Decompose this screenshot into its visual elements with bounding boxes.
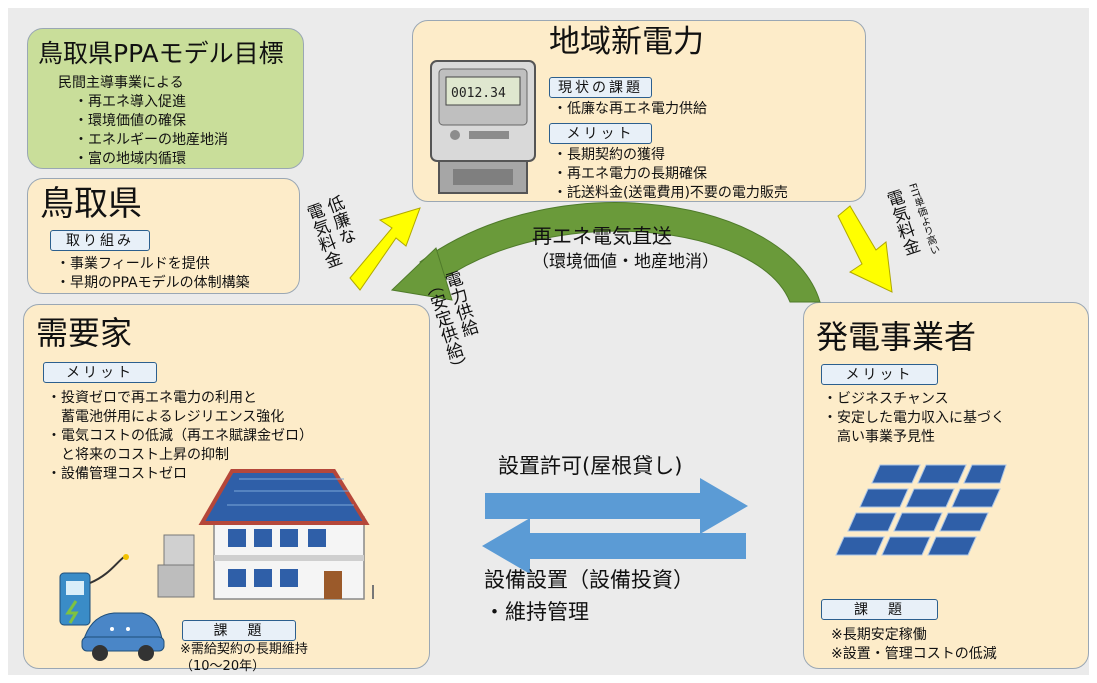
list-item: ・設備管理コストゼロ: [47, 466, 187, 482]
generator-merit-list: ・ビジネスチャンス ・安定した電力収入に基づく 高い事業予見性: [823, 390, 1005, 447]
prefecture-tag: 取り組み: [50, 230, 150, 251]
ppa-target-list: ・再エネ導入促進 ・環境価値の確保 ・エネルギーの地産地消 ・富の地域内循環: [74, 93, 228, 169]
generator-title: 発電事業者: [816, 318, 977, 356]
consumer-issue-tag: 課 題: [182, 620, 296, 641]
install-label-1: 設備設置（設備投資）: [484, 568, 694, 592]
generator-issue-tag: 課 題: [821, 599, 938, 620]
list-item: ・環境価値の確保: [74, 113, 186, 129]
list-item: ・ビジネスチャンス: [823, 391, 949, 407]
power-merit-list: ・長期契約の獲得 ・再エネ電力の長期確保 ・託送料金(送電費用)不要の電力販売: [553, 146, 788, 203]
house-solar-icon: [157, 469, 374, 600]
ppa-target-box: 鳥取県PPAモデル目標 民間主導事業による ・再エネ導入促進 ・環境価値の確保 …: [27, 28, 304, 169]
list-item: ・再エネ電力の長期確保: [553, 166, 707, 182]
list-item: ※需給契約の長期維持: [180, 642, 308, 657]
list-item: と将来のコスト上昇の抑制: [47, 447, 229, 463]
direct-supply-arrowhead: [390, 247, 453, 301]
direct-supply-sublabel: （環境価値・地産地消）: [532, 252, 719, 272]
ppa-target-intro: 民間主導事業による: [58, 75, 184, 91]
list-item: ・投資ゼロで再エネ電力の利用と: [47, 390, 257, 406]
list-item: ・再エネ導入促進: [74, 94, 186, 110]
list-item: ・安定した電力収入に基づく: [823, 410, 1005, 426]
permit-arrow: [485, 478, 748, 534]
list-item: 蓄電池併用によるレジリエンス強化: [47, 409, 285, 425]
solar-panel-icon: [835, 464, 1007, 556]
list-item: ・エネルギーの地産地消: [74, 132, 228, 148]
permit-label: 設置許可(屋根貸し): [498, 454, 683, 478]
list-item: ・早期のPPAモデルの体制構築: [56, 275, 250, 291]
list-item: ※長期安定稼働: [831, 627, 927, 643]
list-item: ・富の地域内循環: [74, 151, 186, 167]
direct-supply-arrow: [419, 202, 821, 303]
generator-box: 発電事業者 メリット ・ビジネスチャンス ・安定した電力収入に基づく 高い事業予…: [803, 302, 1089, 669]
generator-issue-list: ※長期安定稼働 ※設置・管理コストの低減: [831, 626, 997, 664]
list-item: ・長期契約の獲得: [553, 147, 665, 163]
prefecture-box: 鳥取県 取り組み ・事業フィールドを提供 ・早期のPPAモデルの体制構築: [27, 178, 300, 294]
consumer-box: 需要家 メリット ・投資ゼロで再エネ電力の利用と 蓄電池併用によるレジリエンス強…: [23, 304, 430, 674]
cheap-fee-arrow: [349, 207, 421, 291]
fit-fee-arrow: [837, 205, 893, 293]
list-item: 高い事業予見性: [823, 429, 935, 445]
prefecture-title: 鳥取県: [40, 184, 142, 224]
list-item: ・事業フィールドを提供: [56, 256, 210, 272]
meter-readout: 0012.34: [451, 86, 506, 101]
list-item: （10～20年）: [180, 659, 266, 674]
ev-car-icon: [59, 554, 165, 661]
generator-merit-tag: メリット: [821, 364, 938, 385]
list-item: ・低廉な再エネ電力供給: [553, 101, 707, 117]
direct-supply-label: 再エネ電気直送: [532, 224, 672, 248]
list-item: ・電気コストの低減（再エネ賦課金ゼロ）: [47, 428, 313, 444]
consumer-merit-list: ・投資ゼロで再エネ電力の利用と 蓄電池併用によるレジリエンス強化 ・電気コストの…: [47, 389, 313, 484]
consumer-merit-tag: メリット: [43, 362, 157, 383]
consumer-title: 需要家: [36, 314, 133, 352]
install-label-2: ・維持管理: [484, 600, 589, 624]
install-arrow: [482, 518, 746, 574]
smart-meter-icon: 0012.34: [430, 60, 536, 194]
power-merit-tag: メリット: [549, 123, 652, 144]
power-company-title: 地域新電力: [549, 24, 704, 60]
list-item: ※設置・管理コストの低減: [831, 646, 997, 662]
consumer-issue-list: ※需給契約の長期維持 （10～20年）: [180, 641, 308, 675]
power-issue-list: ・低廉な再エネ電力供給: [553, 100, 707, 119]
power-issue-tag: 現状の課題: [549, 77, 652, 98]
list-item: ・託送料金(送電費用)不要の電力販売: [553, 185, 788, 201]
power-company-box: 地域新電力 現状の課題 ・低廉な再エネ電力供給 メリット ・長期契約の獲得 ・再…: [412, 20, 866, 202]
prefecture-list: ・事業フィールドを提供 ・早期のPPAモデルの体制構築: [56, 255, 250, 293]
ppa-target-title: 鳥取県PPAモデル目標: [38, 39, 284, 68]
